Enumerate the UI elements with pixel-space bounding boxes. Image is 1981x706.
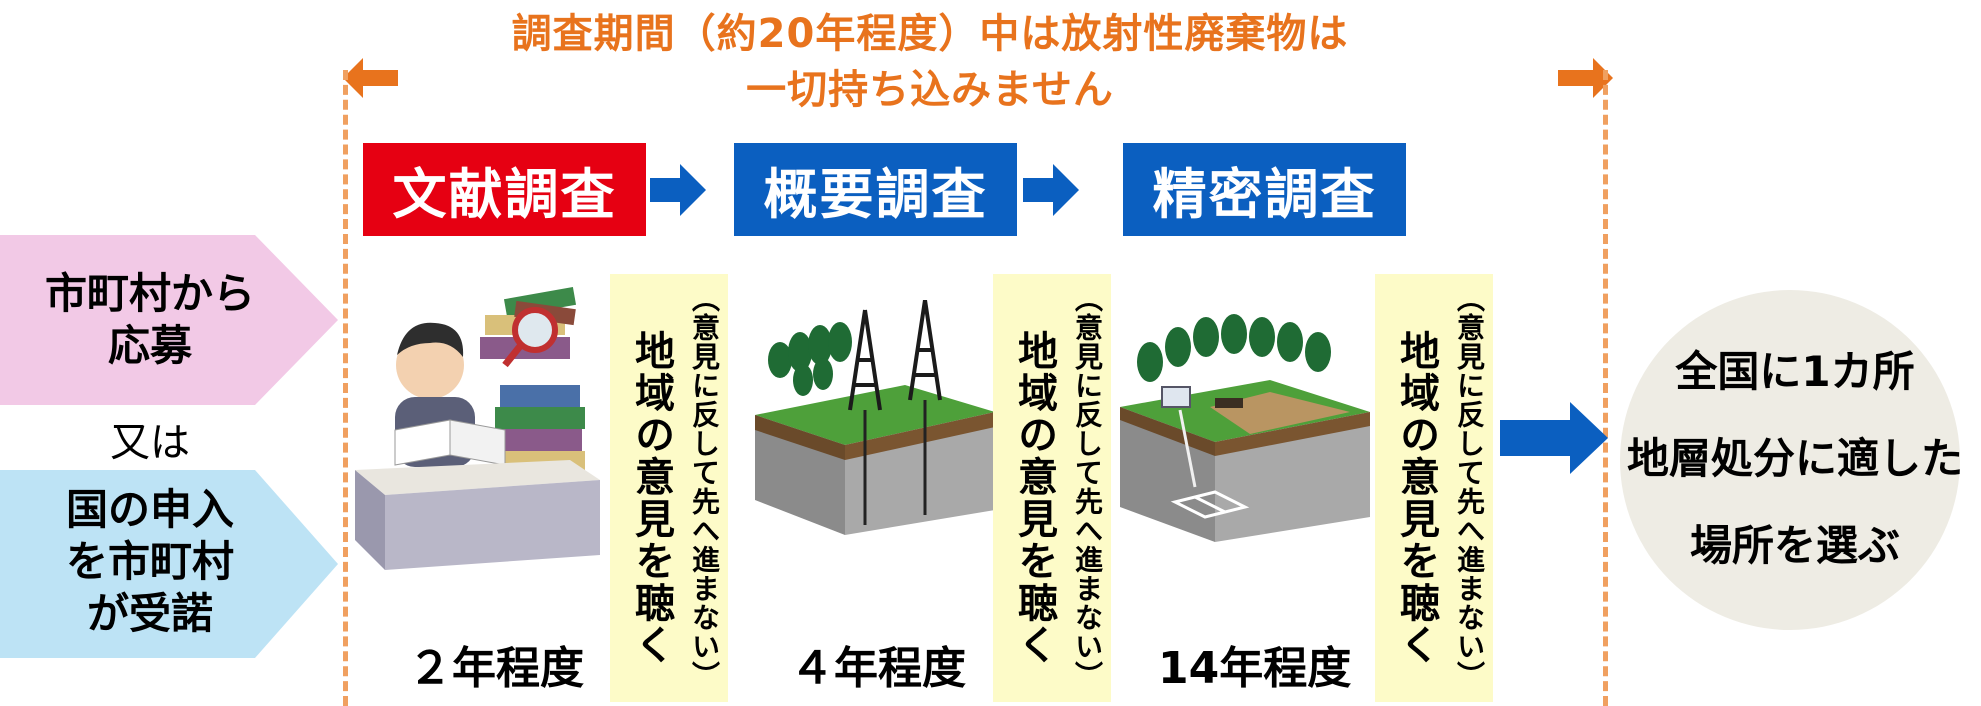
opinion-band-3: （意見に反して先へ進まない） 地域の意見を聴く bbox=[1375, 274, 1493, 702]
detailed-survey-illustration bbox=[1120, 314, 1370, 542]
range-end-dashed-line bbox=[1603, 70, 1608, 706]
opinion-note-1: （意見に反して先へ進まない） bbox=[688, 284, 721, 690]
range-right-arrow-icon bbox=[1558, 58, 1613, 98]
stage-detailed-survey: 精密調査 bbox=[1123, 143, 1406, 236]
government-request-text: 国の申入 を市町村 が受諾 bbox=[0, 484, 300, 640]
opinion-note-3: （意見に反して先へ進まない） bbox=[1453, 284, 1486, 690]
duration-literature: ２年程度 bbox=[408, 643, 584, 694]
opinion-note-2: （意見に反して先へ進まない） bbox=[1071, 284, 1104, 690]
government-request-line2: を市町村 bbox=[65, 537, 234, 586]
stage-preliminary-survey: 概要調査 bbox=[734, 143, 1017, 236]
result-line1: 全国に1カ所 bbox=[1675, 347, 1915, 396]
application-text: 市町村から 応募 bbox=[0, 268, 300, 372]
government-request-line1: 国の申入 bbox=[65, 485, 234, 534]
government-request-pentagon bbox=[0, 470, 338, 658]
range-left-arrow-icon bbox=[343, 58, 398, 98]
application-text-line1: 市町村から bbox=[44, 269, 255, 318]
result-line3: 場所を選ぶ bbox=[1689, 521, 1900, 570]
opinion-heading-3: 地域の意見を聴く bbox=[1393, 330, 1439, 666]
range-start-dashed-line bbox=[343, 70, 348, 706]
result-circle bbox=[1620, 290, 1960, 630]
stage-arrow-2-icon bbox=[1023, 164, 1079, 216]
period-title-line1: 調査期間（約20年程度）中は放射性廃棄物は bbox=[511, 11, 1349, 57]
duration-preliminary: ４年程度 bbox=[790, 643, 966, 694]
result-arrow-icon bbox=[1500, 402, 1608, 474]
stage-literature-survey: 文献調査 bbox=[363, 143, 646, 236]
or-label: 又は bbox=[110, 420, 190, 466]
stage-arrow-1-icon bbox=[650, 164, 706, 216]
opinion-heading-2: 地域の意見を聴く bbox=[1011, 330, 1057, 666]
opinion-band-1: （意見に反して先へ進まない） 地域の意見を聴く bbox=[610, 274, 728, 702]
result-line2: 地層処分に適した bbox=[1626, 434, 1963, 483]
opinion-band-2: （意見に反して先へ進まない） 地域の意見を聴く bbox=[993, 274, 1111, 702]
period-title: 調査期間（約20年程度）中は放射性廃棄物は 一切持ち込みません bbox=[390, 6, 1470, 118]
government-request-line3: が受諾 bbox=[86, 589, 213, 638]
duration-detailed: 14年程度 bbox=[1158, 643, 1352, 694]
opinion-heading-1: 地域の意見を聴く bbox=[628, 330, 674, 666]
period-title-line2: 一切持ち込みません bbox=[746, 67, 1114, 113]
preliminary-survey-illustration bbox=[755, 300, 995, 535]
application-text-line2: 応募 bbox=[107, 321, 192, 370]
application-pentagon bbox=[0, 235, 338, 405]
literature-research-illustration bbox=[355, 287, 600, 570]
